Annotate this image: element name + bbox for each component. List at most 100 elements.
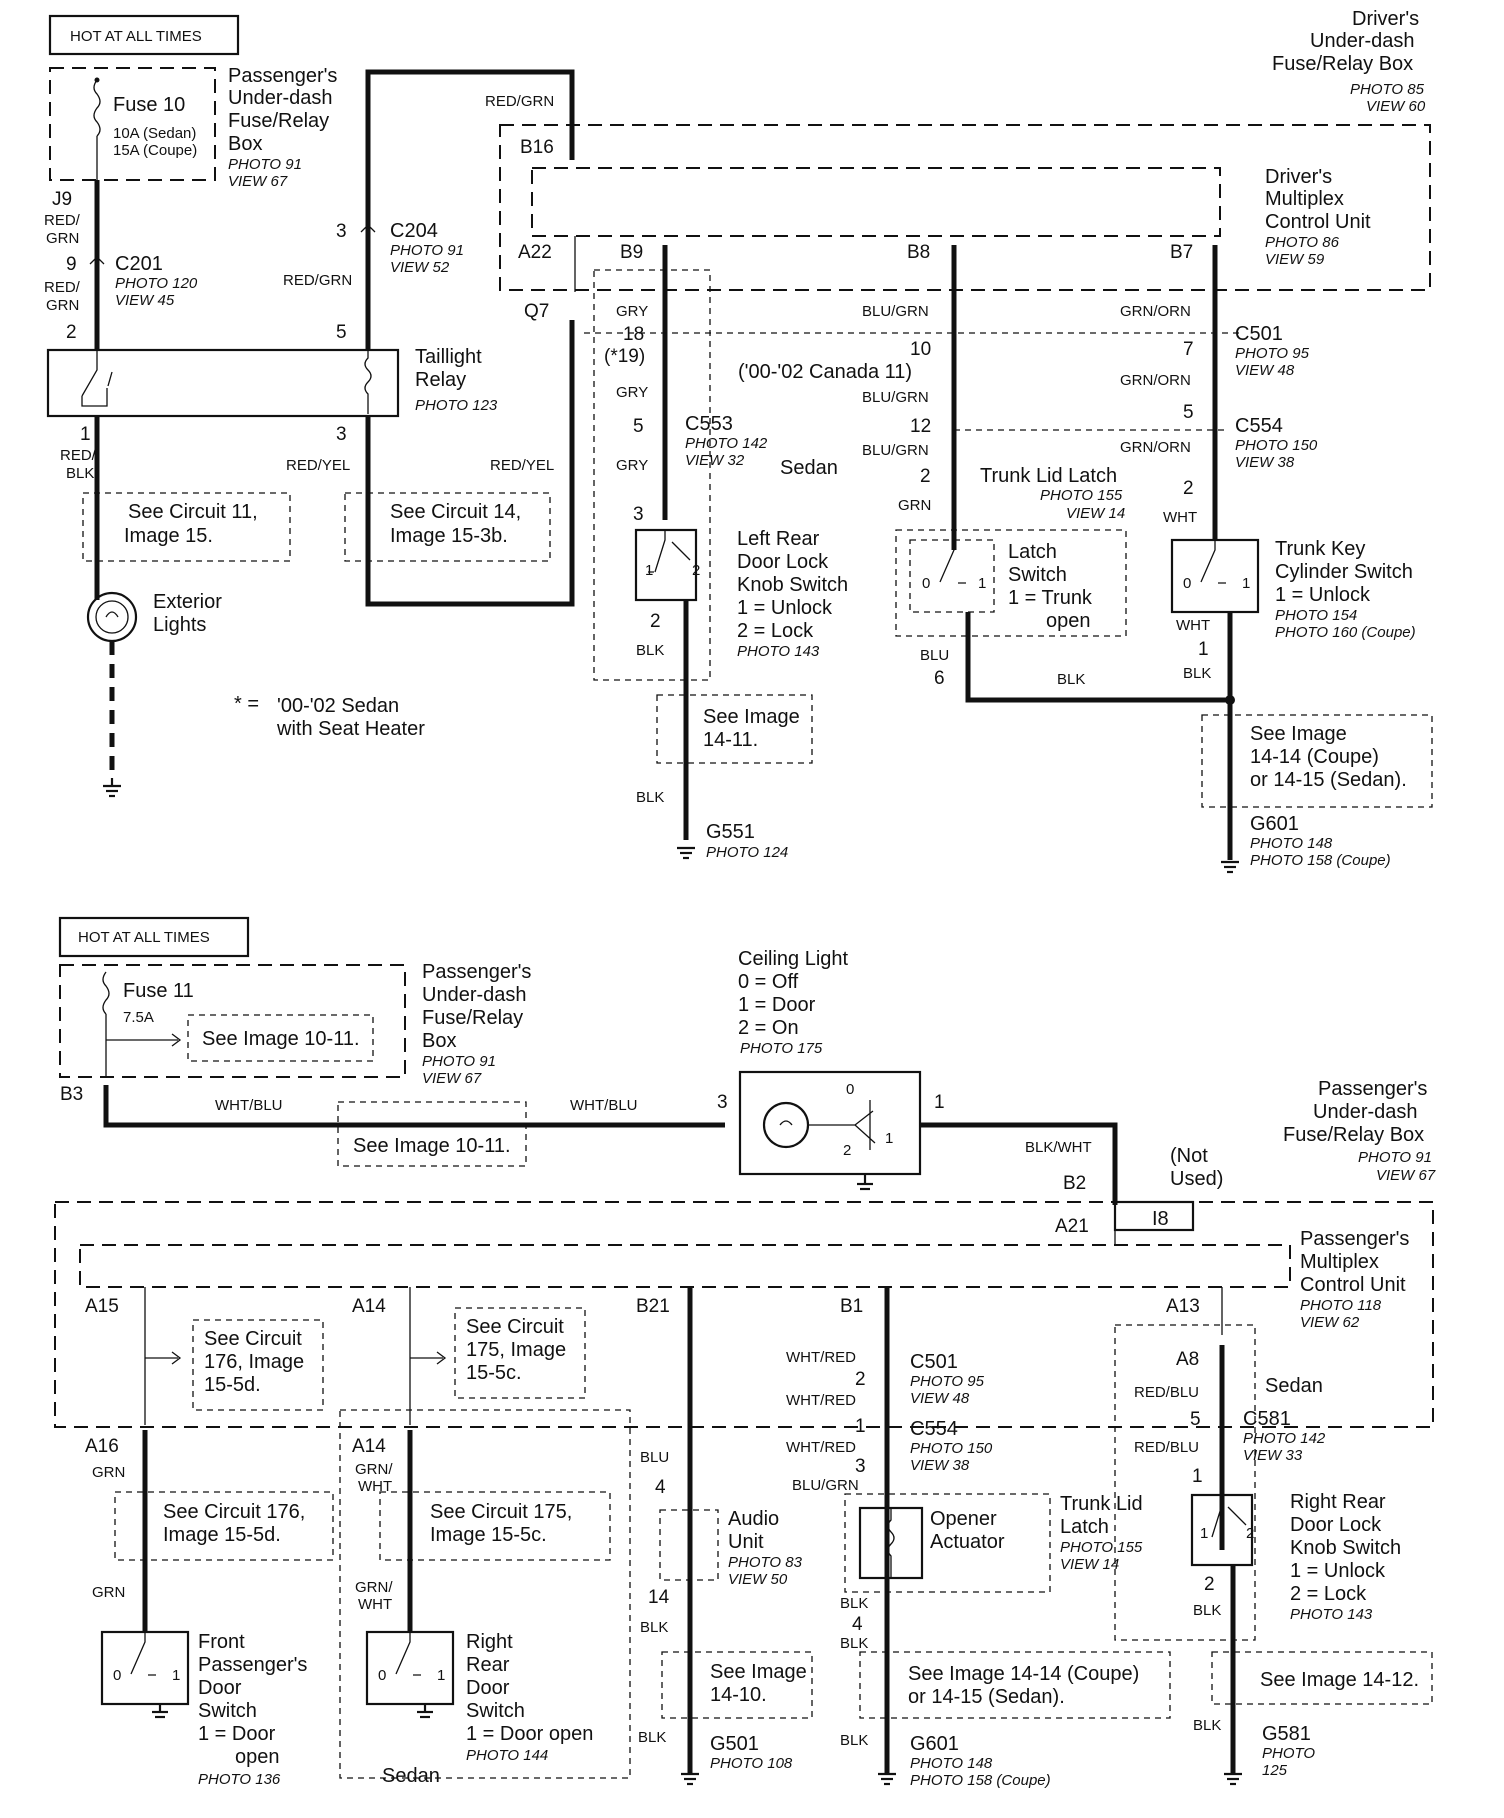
mcu-photo: PHOTO 86 bbox=[1265, 234, 1340, 251]
trunk-lid-latch-label: Trunk Lid Latch bbox=[980, 465, 1117, 487]
wire-grn-orn-1: GRN/ORN bbox=[1120, 303, 1191, 320]
ground-icon-g581 bbox=[1224, 1772, 1242, 1786]
see-circuit-14-box bbox=[344, 492, 551, 562]
pin-1-tkc: 1 bbox=[1198, 639, 1209, 660]
driver-box-photo: PHOTO 85 bbox=[1350, 81, 1425, 98]
see-175-c: 15-5c. bbox=[466, 1362, 522, 1384]
passenger-multiplex-unit bbox=[79, 1244, 1291, 1288]
wire-wht-red-3: WHT/RED bbox=[786, 1439, 856, 1456]
pmcu-photo: PHOTO 118 bbox=[1300, 1297, 1382, 1314]
pbox-b-line4: Box bbox=[422, 1030, 456, 1052]
ceiling-light bbox=[738, 1070, 922, 1176]
pin-5-c554: 5 bbox=[1183, 402, 1194, 423]
c554-label-bottom: C554 bbox=[910, 1418, 958, 1440]
ground-icon-fpds bbox=[152, 1704, 168, 1719]
pmcu-line2: Multiplex bbox=[1300, 1251, 1379, 1273]
tkc-pin0: 0 bbox=[1183, 575, 1191, 592]
ground-icon-g601-bottom bbox=[878, 1772, 896, 1786]
wire-blk-g551: BLK bbox=[636, 789, 664, 806]
lrdl-line3: Knob Switch bbox=[737, 574, 848, 596]
bottom-circuit: HOT AT ALL TIMES Fuse 11 7.5A See Image … bbox=[54, 916, 1436, 1789]
pbox2-photo: PHOTO 91 bbox=[1358, 1149, 1432, 1166]
wire-red-blk-b: BLK bbox=[66, 465, 94, 482]
rrds-pos1: 1 bbox=[437, 1667, 445, 1684]
see-176-c: 15-5d. bbox=[204, 1374, 261, 1396]
fuse-10-icon bbox=[93, 79, 101, 137]
pin-b2: B2 bbox=[1063, 1173, 1086, 1194]
not-used-a: (Not bbox=[1170, 1145, 1208, 1167]
see-1410-a: See Image bbox=[710, 1661, 807, 1683]
pin-5: 5 bbox=[336, 322, 347, 343]
audio-line1: Audio bbox=[728, 1508, 779, 1530]
fuse-10-rating-sedan: 10A (Sedan) bbox=[113, 125, 196, 142]
pin-a16: A16 bbox=[85, 1436, 119, 1457]
tkc-line1: Trunk Key bbox=[1275, 538, 1365, 560]
c554-photo-bottom: PHOTO 150 bbox=[910, 1440, 993, 1457]
sedan-region-bottom-right bbox=[1114, 1324, 1256, 1641]
rrdl-line3: Knob Switch bbox=[1290, 1537, 1401, 1559]
wire-blk-latch: BLK bbox=[1057, 671, 1085, 688]
pin-3-c204: 3 bbox=[336, 221, 347, 242]
g501-label: G501 bbox=[710, 1733, 759, 1755]
wire-wht-red-2: WHT/RED bbox=[786, 1392, 856, 1409]
pin-1-c581: 1 bbox=[1192, 1466, 1203, 1487]
wire-gry-3: GRY bbox=[616, 457, 648, 474]
fpds-line3: Door bbox=[198, 1677, 242, 1699]
pin-a13: A13 bbox=[1166, 1296, 1200, 1317]
ceiling-line2: 0 = Off bbox=[738, 971, 799, 993]
c201-photo: PHOTO 120 bbox=[115, 275, 198, 292]
c554-label-top: C554 bbox=[1235, 415, 1283, 437]
wire-red-blk-a: RED/ bbox=[60, 447, 97, 464]
rrdl-pin1: 1 bbox=[1200, 1525, 1208, 1542]
c581-photo: PHOTO 142 bbox=[1243, 1430, 1326, 1447]
rrdl-photo: PHOTO 143 bbox=[1290, 1606, 1373, 1623]
lrdl-line5: 2 = Lock bbox=[737, 620, 814, 642]
tkc-photo2: PHOTO 160 (Coupe) bbox=[1275, 624, 1416, 641]
pin-a22: A22 bbox=[518, 242, 552, 263]
pin-1-ceiling: 1 bbox=[934, 1092, 945, 1113]
top-circuit: HOT AT ALL TIMES Fuse 10 10A (Sedan) 15A… bbox=[44, 8, 1433, 874]
wire-red-blu-1: RED/BLU bbox=[1134, 1384, 1199, 1401]
ground-icon-g551 bbox=[677, 846, 695, 860]
opener-line1: Opener bbox=[930, 1508, 997, 1530]
wire-blk-wht: BLK/WHT bbox=[1025, 1139, 1092, 1156]
rrds-line4: Switch bbox=[466, 1700, 525, 1722]
pin-a8: A8 bbox=[1176, 1349, 1199, 1370]
c204-photo: PHOTO 91 bbox=[390, 242, 464, 259]
ceiling-pos0: 0 bbox=[846, 1081, 854, 1098]
passenger-box-photo: PHOTO 91 bbox=[228, 156, 302, 173]
pin-10: 10 bbox=[910, 339, 931, 360]
see-176b-a: See Circuit 176, bbox=[163, 1501, 305, 1523]
pin-3-c554b: 3 bbox=[855, 1456, 866, 1477]
passenger-fuse-box-bottom bbox=[54, 1201, 1434, 1428]
pin-j9: J9 bbox=[52, 189, 72, 210]
wire-blk-g581: BLK bbox=[1193, 1717, 1221, 1734]
c501-photo-bottom: PHOTO 95 bbox=[910, 1373, 985, 1390]
see-image-14-10-box bbox=[661, 1651, 813, 1719]
passenger-box-line3: Fuse/Relay bbox=[228, 110, 329, 132]
lrdl-line4: 1 = Unlock bbox=[737, 597, 833, 619]
tll-b-line2: Latch bbox=[1060, 1516, 1109, 1538]
wire-grn-wht-b2: WHT bbox=[358, 1596, 392, 1613]
hot-label-box-2 bbox=[58, 916, 250, 958]
driver-multiplex-unit bbox=[531, 167, 1221, 237]
see-175-b: 175, Image bbox=[466, 1339, 566, 1361]
pin-3-ceiling: 3 bbox=[717, 1092, 728, 1113]
pin-b8: B8 bbox=[907, 242, 930, 263]
fuse-11-label: Fuse 11 bbox=[123, 980, 194, 1002]
pin-7: 7 bbox=[1183, 339, 1194, 360]
note-line2: with Seat Heater bbox=[276, 718, 425, 740]
see-1414-a: See Image bbox=[1250, 723, 1347, 745]
latch-switch bbox=[909, 539, 995, 613]
latch-line1: Latch bbox=[1008, 541, 1057, 563]
wire-red-grn-top: RED/GRN bbox=[485, 93, 554, 110]
sedan-region-bottom-left bbox=[339, 1409, 631, 1779]
pin-14-audio: 14 bbox=[648, 1587, 670, 1608]
pin-4-opener: 4 bbox=[852, 1614, 863, 1635]
wire-blu-grn-1: BLU/GRN bbox=[862, 303, 929, 320]
driver-box-line1: Driver's bbox=[1352, 8, 1419, 30]
ceiling-pos2: 2 bbox=[843, 1142, 851, 1159]
latch-pin1: 1 bbox=[978, 575, 986, 592]
see-circuit-14-b: Image 15-3b. bbox=[390, 525, 508, 547]
pin-2-latch: 2 bbox=[920, 466, 931, 487]
